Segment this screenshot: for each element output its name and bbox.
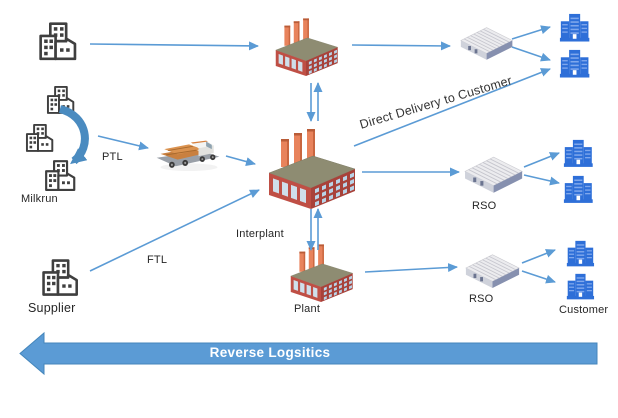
warehouse-icon-rso-mid (464, 156, 523, 194)
label-ptl: PTL (102, 151, 123, 163)
truck-lumber-icon (156, 140, 220, 172)
reverse-logistics-arrow (19, 331, 598, 376)
reverse-logistics-label: Reverse Logsitics (209, 345, 331, 360)
label-rso-bottom: RSO (469, 293, 494, 305)
label-interplant: Interplant (236, 228, 284, 240)
arrow-rso-mid-to-customer-3 (523, 152, 560, 168)
arrow-supplier-to-main-plant-ftl (89, 189, 260, 272)
milkrun-loop-arrow (58, 105, 89, 165)
milkrun-buildings-icon-2 (25, 123, 54, 152)
warehouse-icon-top (460, 27, 513, 61)
customer-building-icon-1 (559, 13, 590, 42)
factory-icon-main-plant (268, 128, 356, 210)
arrow-rso-top-to-customer-1 (511, 25, 551, 40)
customer-building-icon-6 (566, 273, 595, 300)
label-customer: Customer (559, 304, 609, 316)
arrow-direct-delivery (353, 68, 551, 147)
factory-icon-top (275, 18, 339, 77)
arrow-bottom-plant-to-rso-bottom (364, 262, 458, 273)
customer-building-icon-3 (563, 139, 593, 167)
customer-building-icon-4 (563, 175, 593, 203)
milkrun-buildings-icon-3 (45, 160, 76, 192)
label-rso-mid: RSO (472, 200, 497, 212)
arrow-truck-to-main-plant (225, 155, 256, 166)
supplier-buildings-icon-top (39, 22, 77, 61)
warehouse-icon-rso-bottom (465, 254, 520, 289)
arrow-supplier-to-top-plant (89, 41, 259, 51)
arrow-rso-bottom-to-customer-5 (521, 249, 556, 264)
arrow-milkrun-to-truck-ptl (97, 135, 149, 151)
label-plant: Plant (294, 303, 321, 315)
customer-building-icon-5 (566, 240, 595, 267)
customer-building-icon-2 (559, 49, 590, 78)
label-ftl: FTL (147, 254, 168, 266)
arrow-top-plant-to-rso-top (351, 41, 451, 51)
arrow-rso-bottom-to-customer-6 (521, 270, 556, 284)
arrow-rso-top-to-customer-2 (511, 46, 551, 62)
arrow-rso-mid-to-customer-4 (523, 174, 560, 186)
label-milkrun: Milkrun (21, 193, 58, 205)
supplier-buildings-icon-bottom (42, 259, 78, 296)
label-supplier: Supplier (28, 301, 76, 315)
factory-icon-bottom-plant (290, 244, 354, 303)
